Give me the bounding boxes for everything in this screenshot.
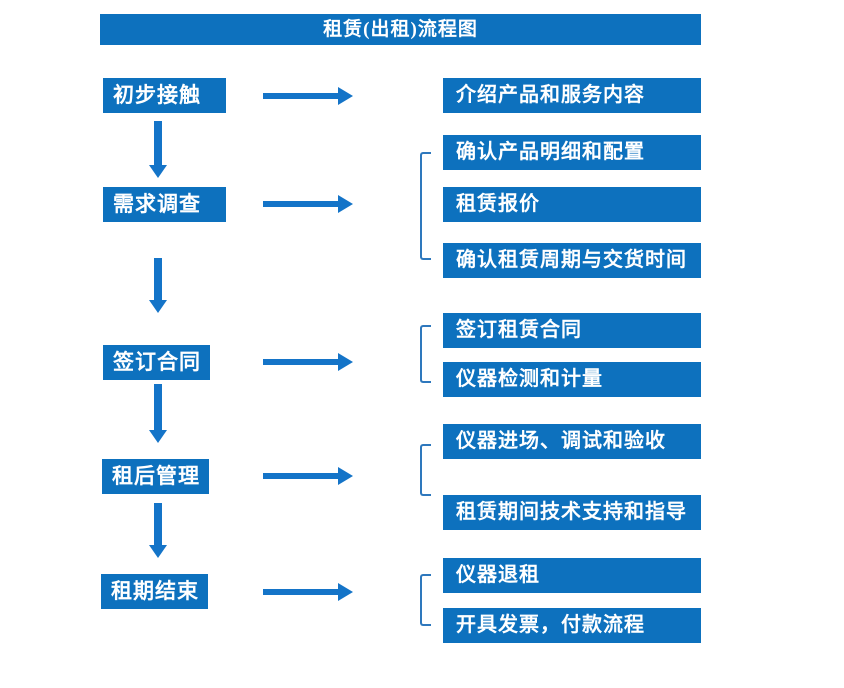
down-arrow-icon xyxy=(154,384,162,430)
down-arrow-icon xyxy=(154,258,162,300)
down-arrow-icon xyxy=(154,121,162,165)
detail-instrument-setup: 仪器进场、调试和验收 xyxy=(443,424,701,459)
step-initial-contact: 初步接触 xyxy=(103,78,226,113)
right-arrow-icon xyxy=(263,87,353,105)
right-arrow-icon xyxy=(263,467,353,485)
detail-rental-quote: 租赁报价 xyxy=(443,187,701,222)
step-rental-end: 租期结束 xyxy=(101,574,208,609)
detail-confirm-rental-period: 确认租赁周期与交货时间 xyxy=(443,243,701,278)
detail-introduce-products: 介绍产品和服务内容 xyxy=(443,78,701,113)
down-arrow-icon xyxy=(154,503,162,545)
detail-instrument-testing: 仪器检测和计量 xyxy=(443,362,701,397)
detail-instrument-return: 仪器退租 xyxy=(443,558,701,593)
right-arrow-icon xyxy=(263,353,353,371)
detail-tech-support: 租赁期间技术支持和指导 xyxy=(443,495,701,530)
group-bracket xyxy=(420,325,431,383)
detail-invoice-payment: 开具发票，付款流程 xyxy=(443,608,701,643)
group-bracket xyxy=(420,152,431,260)
step-demand-survey: 需求调查 xyxy=(103,187,226,222)
step-post-rental-management: 租后管理 xyxy=(102,459,209,494)
right-arrow-icon xyxy=(263,583,353,601)
right-arrow-icon xyxy=(263,195,353,213)
detail-sign-rental-contract: 签订租赁合同 xyxy=(443,313,701,348)
flowchart-title: 租赁(出租)流程图 xyxy=(100,14,701,45)
detail-confirm-product-details: 确认产品明细和配置 xyxy=(443,135,701,170)
group-bracket xyxy=(420,574,431,626)
step-sign-contract: 签订合同 xyxy=(103,345,210,380)
group-bracket xyxy=(420,444,431,496)
